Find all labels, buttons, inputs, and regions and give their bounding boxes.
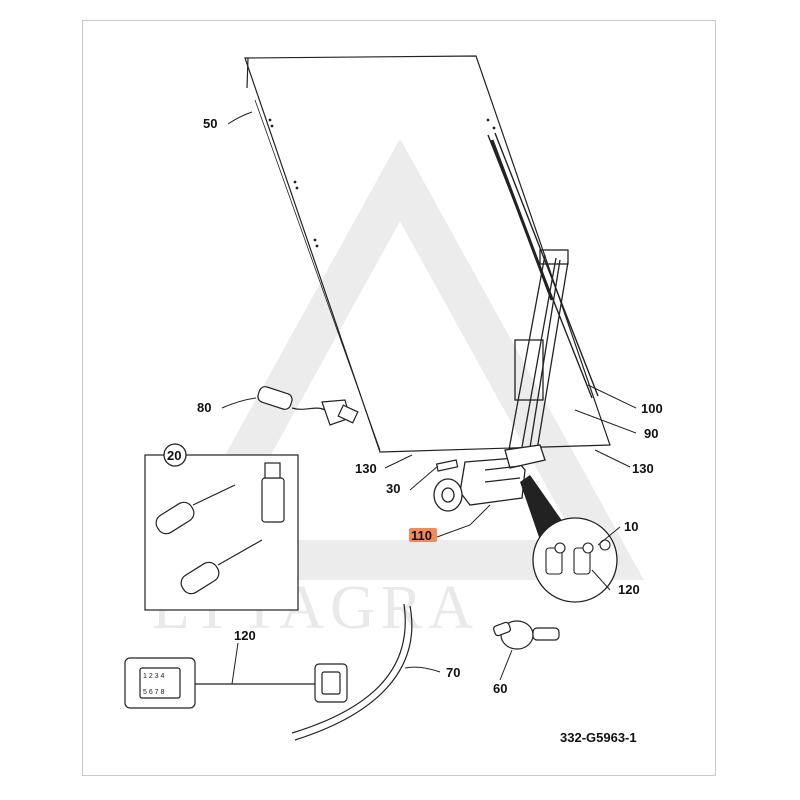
wiper-arm	[507, 249, 569, 463]
callout-50: 50	[203, 116, 217, 131]
callout-70: 70	[446, 665, 460, 680]
callout-90: 90	[644, 426, 658, 441]
svg-text:1 2 3 4: 1 2 3 4	[143, 673, 165, 680]
callout-110-highlight: 110	[409, 528, 437, 543]
connector-harness: 1 2 3 4 5 6 7 8	[124, 657, 348, 709]
callout-130-right: 130	[632, 461, 654, 476]
callout-20: 20	[167, 448, 181, 463]
callout-80: 80	[197, 400, 211, 415]
callout-10: 10	[624, 519, 638, 534]
seal-strip-70	[291, 603, 413, 741]
wiper-motor	[433, 444, 546, 512]
nozzle-fitting-60	[493, 620, 560, 650]
callout-20-badge: 20	[163, 443, 187, 467]
callout-120-harness: 120	[234, 628, 256, 643]
callout-110: 110	[411, 528, 432, 543]
drawing-number: 332-G5963-1	[560, 730, 637, 745]
window-glass	[244, 55, 611, 453]
callout-100: 100	[641, 401, 663, 416]
switch-harness	[257, 386, 359, 426]
callout-130-left: 130	[355, 461, 377, 476]
callout-30: 30	[386, 481, 400, 496]
callout-120-detail: 120	[618, 582, 640, 597]
svg-text:5 6 7 8: 5 6 7 8	[143, 689, 165, 696]
detail-bubble	[520, 475, 618, 603]
callout-60: 60	[493, 681, 507, 696]
bolt-30	[435, 459, 459, 472]
leader-lines	[221, 111, 637, 685]
sealant-kit-box	[144, 454, 299, 611]
